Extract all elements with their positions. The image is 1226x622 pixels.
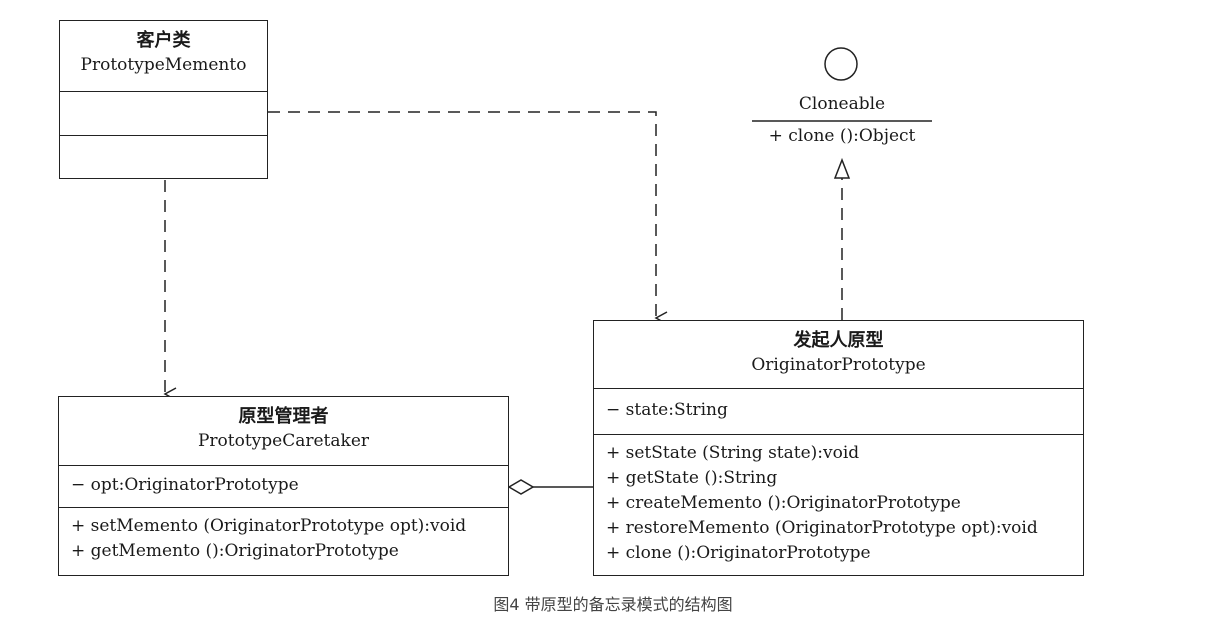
class-caretaker-attributes: − opt:OriginatorPrototype — [59, 465, 508, 507]
class-caretaker-title-en: PrototypeCaretaker — [197, 431, 370, 451]
interface-circle-icon — [824, 47, 858, 81]
dependency-client-originator — [268, 111, 668, 325]
originator-method: + setState (String state):void — [606, 443, 860, 463]
class-originator-title-cn: 发起人原型 — [793, 330, 884, 351]
class-originator-methods: + setState (String state):void + getStat… — [594, 434, 1083, 574]
originator-method: + getState ():String — [606, 468, 778, 488]
class-client-methods — [60, 135, 267, 178]
caretaker-attribute: − opt:OriginatorPrototype — [71, 475, 299, 495]
originator-method: + restoreMemento (OriginatorPrototype op… — [606, 518, 1038, 538]
aggregation-diamond — [507, 479, 535, 495]
interface-method: + clone ():Object — [768, 126, 916, 146]
class-originator: 发起人原型 OriginatorPrototype − state:String… — [593, 320, 1084, 576]
interface-name: Cloneable — [798, 94, 886, 114]
interface-cloneable: Cloneable + clone ():Object — [752, 94, 932, 146]
class-client: 客户类 PrototypeMemento — [59, 20, 268, 179]
class-client-header: 客户类 PrototypeMemento — [60, 21, 267, 91]
class-originator-attributes: − state:String — [594, 388, 1083, 434]
originator-method: + createMemento ():OriginatorPrototype — [606, 493, 961, 513]
caretaker-method: + setMemento (OriginatorPrototype opt):v… — [71, 516, 467, 536]
figure-caption: 图4 带原型的备忘录模式的结构图 — [493, 595, 733, 614]
realization-arrowhead — [833, 157, 851, 179]
class-originator-header: 发起人原型 OriginatorPrototype — [594, 321, 1083, 388]
class-client-attributes — [60, 91, 267, 135]
class-caretaker-title-cn: 原型管理者 — [238, 406, 329, 427]
class-caretaker-header: 原型管理者 PrototypeCaretaker — [59, 397, 508, 465]
class-originator-title-en: OriginatorPrototype — [751, 355, 926, 375]
caretaker-method: + getMemento ():OriginatorPrototype — [71, 541, 399, 561]
class-caretaker-methods: + setMemento (OriginatorPrototype opt):v… — [59, 507, 508, 573]
originator-method: + clone ():OriginatorPrototype — [606, 543, 871, 563]
class-client-title-en: PrototypeMemento — [80, 55, 247, 75]
class-client-title-cn: 客户类 — [136, 30, 191, 51]
originator-attribute: − state:String — [606, 400, 728, 420]
class-caretaker: 原型管理者 PrototypeCaretaker − opt:Originato… — [58, 396, 509, 576]
